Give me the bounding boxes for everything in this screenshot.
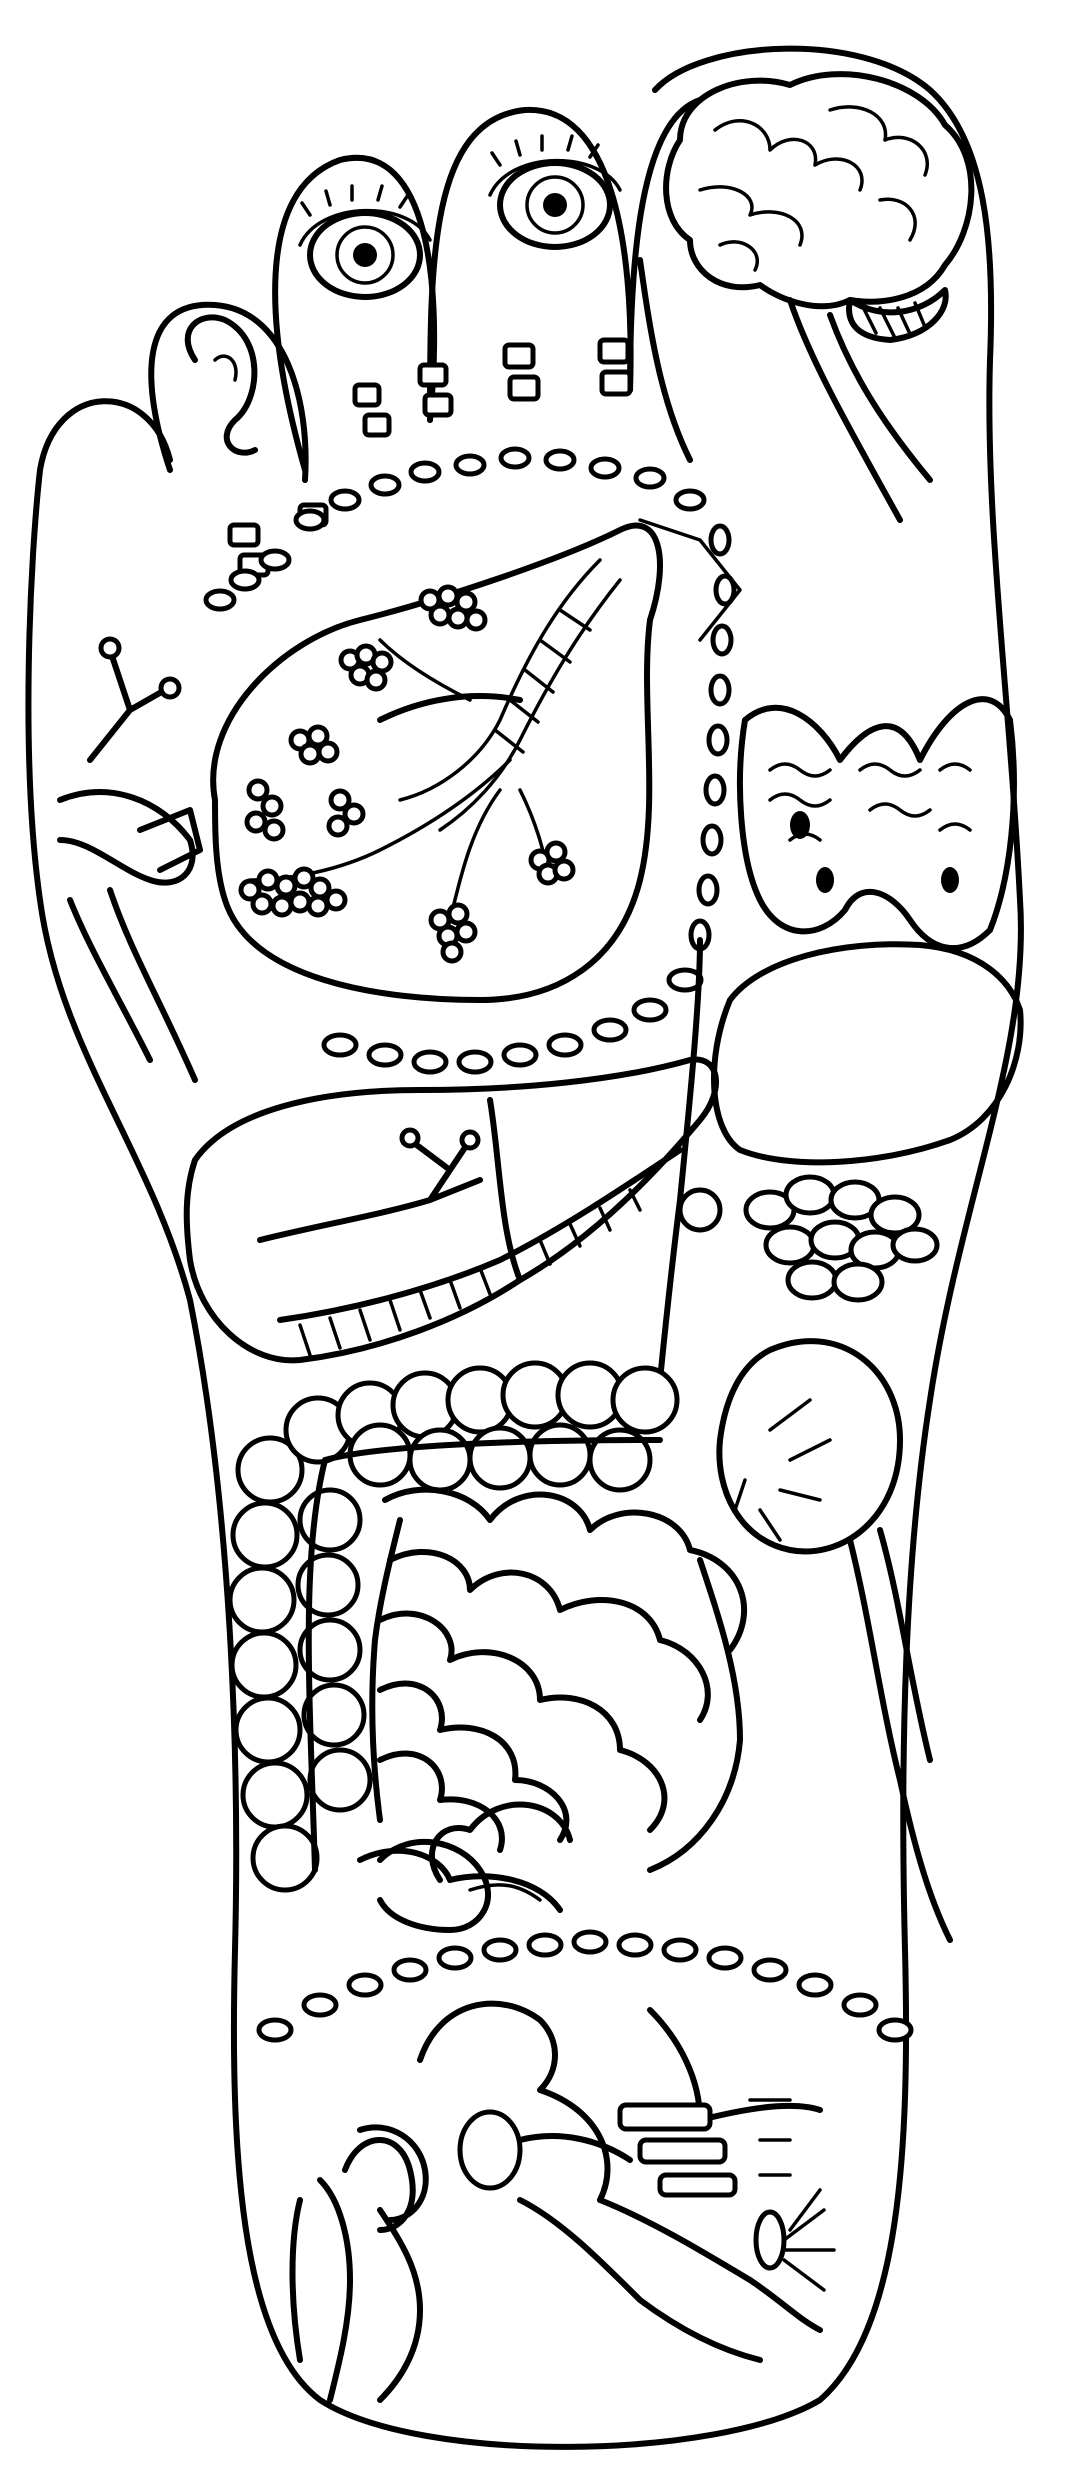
lymph-chain-middle (321, 967, 704, 1075)
small-intestine-icon (357, 1486, 748, 1913)
big-toe-base (637, 257, 693, 463)
colon-icon (227, 1360, 680, 1893)
kidney-icon (716, 1338, 953, 1943)
shoulder-bones-icon (57, 636, 203, 1083)
eye-icon-left (298, 184, 432, 300)
ear-icon (184, 314, 258, 456)
liver-icon (183, 1056, 723, 1364)
foot-outline (25, 45, 1024, 2450)
appendix-icon (377, 1838, 542, 1933)
knee-bone-icon (342, 2109, 633, 2233)
fourth-toe-outline (272, 155, 438, 473)
stomach-icon (710, 941, 1024, 1166)
eye-icon-right (488, 134, 622, 250)
third-toe-outline (427, 106, 634, 423)
lymph-chain-upper (203, 446, 737, 952)
adrenal-glands-icon (737, 696, 1017, 951)
coccyx-vertebrae-icon (617, 2098, 836, 2292)
little-toe-outline (148, 301, 309, 483)
pelvis-icon (289, 2000, 823, 2403)
second-toe-outline (627, 97, 703, 393)
spine-line (657, 937, 703, 1383)
pancreas-cells-icon (743, 1174, 940, 1303)
brain-icon (663, 71, 975, 523)
alveoli-clusters (238, 584, 576, 964)
lymph-chain-lower (256, 1929, 914, 2043)
